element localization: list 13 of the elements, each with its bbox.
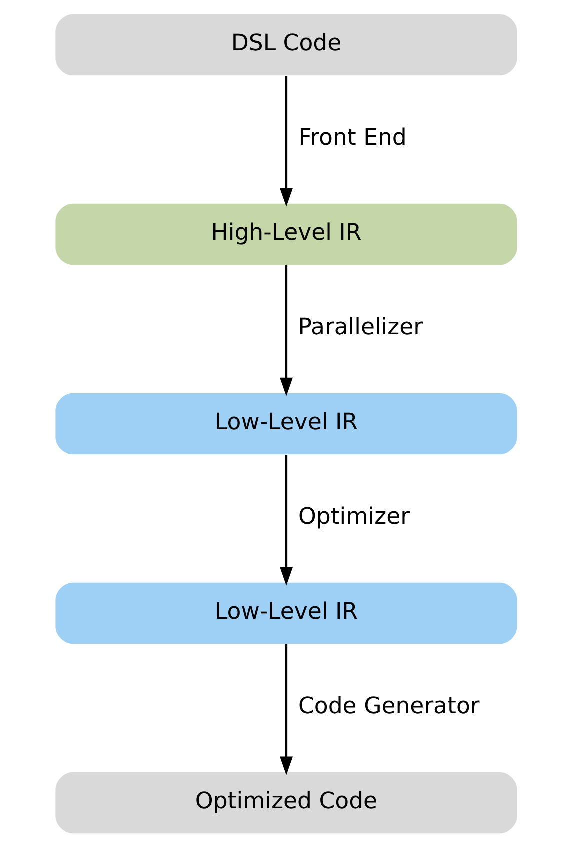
edge-label: Optimizer xyxy=(298,504,410,530)
node-box: DSL Code xyxy=(55,14,517,76)
node-box: High-Level IR xyxy=(55,204,517,266)
node-box: Low-Level IR xyxy=(55,582,517,644)
edge-label: Parallelizer xyxy=(298,314,422,341)
arrow xyxy=(280,455,292,586)
arrow xyxy=(280,76,292,207)
node-box: Low-Level IR xyxy=(55,393,517,455)
arrow xyxy=(280,266,292,396)
edge-label: Code Generator xyxy=(298,694,480,720)
arrow xyxy=(280,644,292,776)
node-box: Optimized Code xyxy=(55,772,517,834)
edge-label: Front End xyxy=(298,125,406,152)
